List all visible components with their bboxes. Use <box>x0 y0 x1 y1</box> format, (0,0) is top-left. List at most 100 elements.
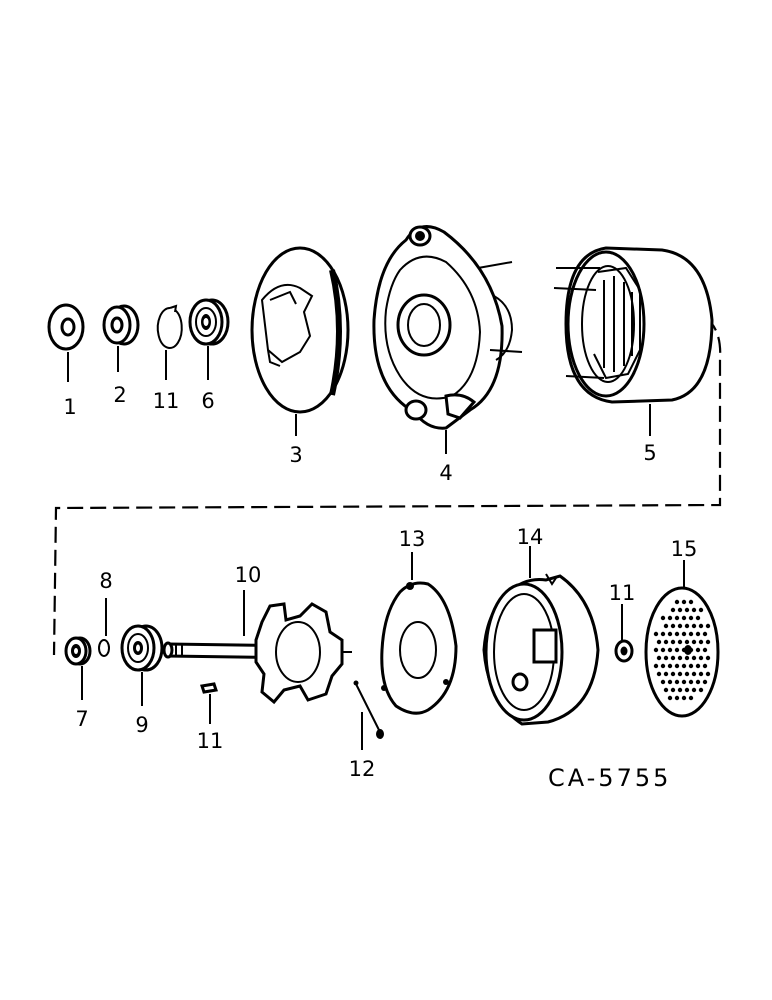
part-15-perforated-cover <box>644 586 720 718</box>
perforation-dot <box>702 679 708 685</box>
perforation-dot <box>670 607 676 613</box>
perforation-dot <box>681 599 687 605</box>
perforation-dot <box>670 671 676 677</box>
part-6-bearing <box>188 298 230 346</box>
perforation-dot <box>663 655 669 661</box>
perforation-dot <box>674 679 680 685</box>
part-13-baffle-plate <box>380 581 458 715</box>
perforation-dot <box>691 687 697 693</box>
diagram-code: CA-5755 <box>548 764 671 792</box>
perforation-dot <box>670 687 676 693</box>
perforation-dot <box>656 639 662 645</box>
part-1-washer <box>47 303 85 351</box>
perforation-dot <box>684 671 690 677</box>
perforation-dot <box>663 639 669 645</box>
perforation-dot <box>681 679 687 685</box>
perforation-dot <box>691 639 697 645</box>
perforation-dot <box>684 623 690 629</box>
callout-13: 13 <box>399 527 426 551</box>
perforation-dot <box>691 655 697 661</box>
callout-11-nut: 11 <box>609 581 636 605</box>
perforation-dot <box>660 647 666 653</box>
perforation-dot <box>695 647 701 653</box>
callout-7: 7 <box>75 707 88 731</box>
perforation-dot <box>681 615 687 621</box>
perforation-dot <box>667 663 673 669</box>
perforation-dot <box>653 631 659 637</box>
perforation-dot <box>674 615 680 621</box>
perforation-dot <box>698 671 704 677</box>
perforation-dot <box>674 647 680 653</box>
perforation-dot <box>705 671 711 677</box>
perforation-dot <box>660 679 666 685</box>
perforation-dot <box>705 623 711 629</box>
cover-perforations <box>653 599 711 701</box>
perforation-dot <box>688 631 694 637</box>
perforation-dot <box>695 663 701 669</box>
callout-11-key: 11 <box>197 729 224 753</box>
callout-11-top: 11 <box>153 389 180 413</box>
perforation-dot <box>681 631 687 637</box>
callout-12: 12 <box>349 757 376 781</box>
perforation-dot <box>705 655 711 661</box>
part-9-bearing <box>120 624 164 672</box>
perforation-dot <box>677 607 683 613</box>
perforation-dot <box>702 631 708 637</box>
perforation-dot <box>688 599 694 605</box>
perforation-dot <box>698 639 704 645</box>
part-11-key <box>200 682 218 694</box>
perforation-dot <box>667 647 673 653</box>
perforation-dot <box>656 671 662 677</box>
callout-1: 1 <box>63 395 76 419</box>
callout-8: 8 <box>99 569 112 593</box>
perforation-dot <box>688 695 694 701</box>
perforation-dot <box>674 663 680 669</box>
perforation-dot <box>684 607 690 613</box>
callout-6: 6 <box>201 389 214 413</box>
perforation-dot <box>653 663 659 669</box>
part-4-drive-end-housing <box>372 225 523 430</box>
part-7-bearing <box>64 636 92 666</box>
perforation-dot <box>674 631 680 637</box>
part-5-stator <box>553 246 714 404</box>
part-8-ring <box>98 639 110 657</box>
perforation-dot <box>702 647 708 653</box>
perforation-dot <box>660 663 666 669</box>
perforation-dot <box>677 687 683 693</box>
perforation-dot <box>674 695 680 701</box>
perforation-dot <box>698 655 704 661</box>
perforation-dot <box>681 663 687 669</box>
perforation-dot <box>698 687 704 693</box>
perforation-dot <box>695 679 701 685</box>
part-2-spacer <box>102 304 140 346</box>
callout-4: 4 <box>439 461 452 485</box>
perforation-dot <box>691 671 697 677</box>
perforation-dot <box>681 695 687 701</box>
perforation-dot <box>670 639 676 645</box>
perforation-dot <box>691 623 697 629</box>
perforation-dot <box>695 615 701 621</box>
perforation-dot <box>663 623 669 629</box>
perforation-dot <box>677 655 683 661</box>
callout-labels: 1 2 11 6 3 4 5 8 7 9 10 11 12 13 14 11 1… <box>63 383 697 781</box>
perforation-dot <box>663 687 669 693</box>
perforation-dot <box>698 623 704 629</box>
perforation-dot <box>684 687 690 693</box>
callout-14: 14 <box>517 525 544 549</box>
perforation-dot <box>691 607 697 613</box>
perforation-dot <box>674 599 680 605</box>
perforation-dot <box>663 671 669 677</box>
perforation-dot <box>660 631 666 637</box>
callout-10: 10 <box>235 563 262 587</box>
perforation-dot <box>660 615 666 621</box>
callout-15: 15 <box>671 537 698 561</box>
perforation-dot <box>667 631 673 637</box>
part-12-bolt <box>353 680 384 739</box>
perforation-dot <box>667 615 673 621</box>
callout-3: 3 <box>289 443 302 467</box>
perforation-dot <box>677 639 683 645</box>
callout-2: 2 <box>113 383 126 407</box>
leader-lines <box>67 346 685 750</box>
perforation-dot <box>656 655 662 661</box>
